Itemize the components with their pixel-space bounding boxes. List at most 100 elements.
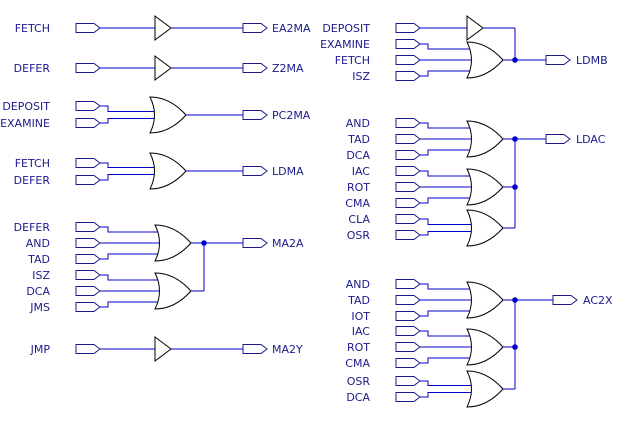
output-port-z2ma	[242, 63, 268, 73]
ldmb-buffer-gate-0	[466, 15, 484, 41]
ldma-or-gate-0	[149, 152, 187, 190]
input-wire-tad	[100, 253, 158, 260]
input-wire-cma	[420, 197, 470, 204]
input-port-tad	[75, 254, 101, 264]
output-port-pc2ma	[242, 110, 268, 120]
input-label-examine: EXAMINE	[0, 117, 50, 130]
input-wire-jms	[100, 301, 158, 308]
input-label-rot: ROT	[347, 181, 370, 194]
input-port-cma	[395, 358, 421, 368]
output-label-ac2x: AC2X	[583, 294, 613, 307]
input-port-deposit	[75, 101, 101, 111]
input-wire-deposit	[100, 105, 154, 112]
input-port-iot	[395, 311, 421, 321]
input-label-fetch: FETCH	[15, 22, 50, 35]
ma2a-junction-dot-0	[201, 240, 207, 246]
output-label-ldac: LDAC	[576, 133, 606, 146]
ac2x-or-gate-1	[466, 328, 504, 366]
input-port-defer	[75, 63, 101, 73]
output-port-ma2a	[242, 238, 268, 248]
input-label-tad: TAD	[27, 253, 50, 266]
input-label-tad: TAD	[347, 294, 370, 307]
input-label-iac: IAC	[352, 325, 371, 338]
input-label-and: AND	[346, 278, 370, 291]
output-port-ldac	[545, 134, 571, 144]
input-port-isz	[395, 71, 421, 81]
input-port-jmp	[75, 344, 101, 354]
input-label-osr: OSR	[347, 375, 371, 388]
ac2x-junction-dot-1	[512, 344, 518, 350]
input-wire-iac	[420, 330, 470, 337]
output-label-ma2y: MA2Y	[272, 343, 303, 356]
input-label-dca: DCA	[346, 391, 370, 404]
input-label-isz: ISZ	[32, 269, 50, 282]
output-label-ma2a: MA2A	[272, 237, 304, 250]
ma2y-buffer-gate-0	[154, 336, 172, 362]
input-label-defer: DEFER	[14, 174, 51, 187]
input-label-jmp: JMP	[30, 343, 51, 356]
input-label-examine: EXAMINE	[320, 38, 370, 51]
input-port-isz	[75, 270, 101, 280]
input-port-cma	[395, 198, 421, 208]
input-wire-examine	[420, 43, 470, 50]
input-label-fetch: FETCH	[335, 54, 370, 67]
input-port-rot	[395, 342, 421, 352]
output-label-pc2ma: PC2MA	[272, 109, 311, 122]
input-port-and	[395, 279, 421, 289]
ac2x-or-gate-0	[466, 281, 504, 319]
ldac-junction-dot-0	[512, 136, 518, 142]
input-port-and	[395, 118, 421, 128]
input-wire-iac	[420, 170, 470, 177]
input-wire-defer	[100, 226, 158, 233]
ldac-or-gate-2	[466, 209, 504, 247]
input-label-and: AND	[346, 117, 370, 130]
output-label-ldma: LDMA	[272, 165, 304, 178]
input-port-defer	[75, 175, 101, 185]
output-port-ea2ma	[242, 23, 268, 33]
input-port-iac	[395, 326, 421, 336]
input-wire-fetch	[100, 162, 154, 168]
input-label-deposit: DEPOSIT	[2, 100, 50, 113]
ac2x-or-gate-2	[466, 370, 504, 408]
input-label-fetch: FETCH	[15, 157, 50, 170]
input-wire-cla	[420, 218, 471, 225]
input-label-isz: ISZ	[352, 70, 370, 83]
input-label-and: AND	[26, 237, 50, 250]
output-label-ldmb: LDMB	[576, 54, 608, 67]
input-label-defer: DEFER	[14, 221, 51, 234]
input-wire-osr	[420, 380, 471, 386]
input-port-tad	[395, 295, 421, 305]
ma2a-or-gate-0	[154, 224, 192, 262]
input-port-iac	[395, 166, 421, 176]
input-port-osr	[395, 230, 421, 240]
input-wire-and	[420, 122, 470, 129]
output-port-ma2y	[242, 344, 268, 354]
ea2ma-buffer-gate-0	[154, 15, 172, 41]
ldac-junction-dot-1	[512, 184, 518, 190]
output-label-z2ma: Z2MA	[272, 62, 304, 75]
input-label-iac: IAC	[352, 165, 371, 178]
z2ma-buffer-gate-0	[154, 55, 172, 81]
input-label-jms: JMS	[29, 301, 50, 314]
input-port-fetch	[395, 55, 421, 65]
output-port-ldmb	[545, 55, 571, 65]
input-label-osr: OSR	[347, 229, 371, 242]
output-port-ac2x	[552, 295, 578, 305]
input-port-dca	[75, 286, 101, 296]
input-wire-defer	[100, 174, 154, 181]
input-port-and	[75, 238, 101, 248]
input-label-cma: CMA	[345, 197, 370, 210]
input-label-dca: DCA	[26, 285, 50, 298]
input-wire-isz	[420, 70, 470, 77]
input-label-iot: IOT	[351, 310, 370, 323]
input-port-dca	[395, 392, 421, 402]
input-label-rot: ROT	[347, 341, 370, 354]
ldmb-or-gate-1	[466, 41, 504, 79]
input-port-dca	[395, 150, 421, 160]
input-port-cla	[395, 214, 421, 224]
input-wire-examine	[100, 118, 154, 124]
input-port-osr	[395, 376, 421, 386]
input-port-fetch	[75, 23, 101, 33]
input-label-tad: TAD	[347, 133, 370, 146]
